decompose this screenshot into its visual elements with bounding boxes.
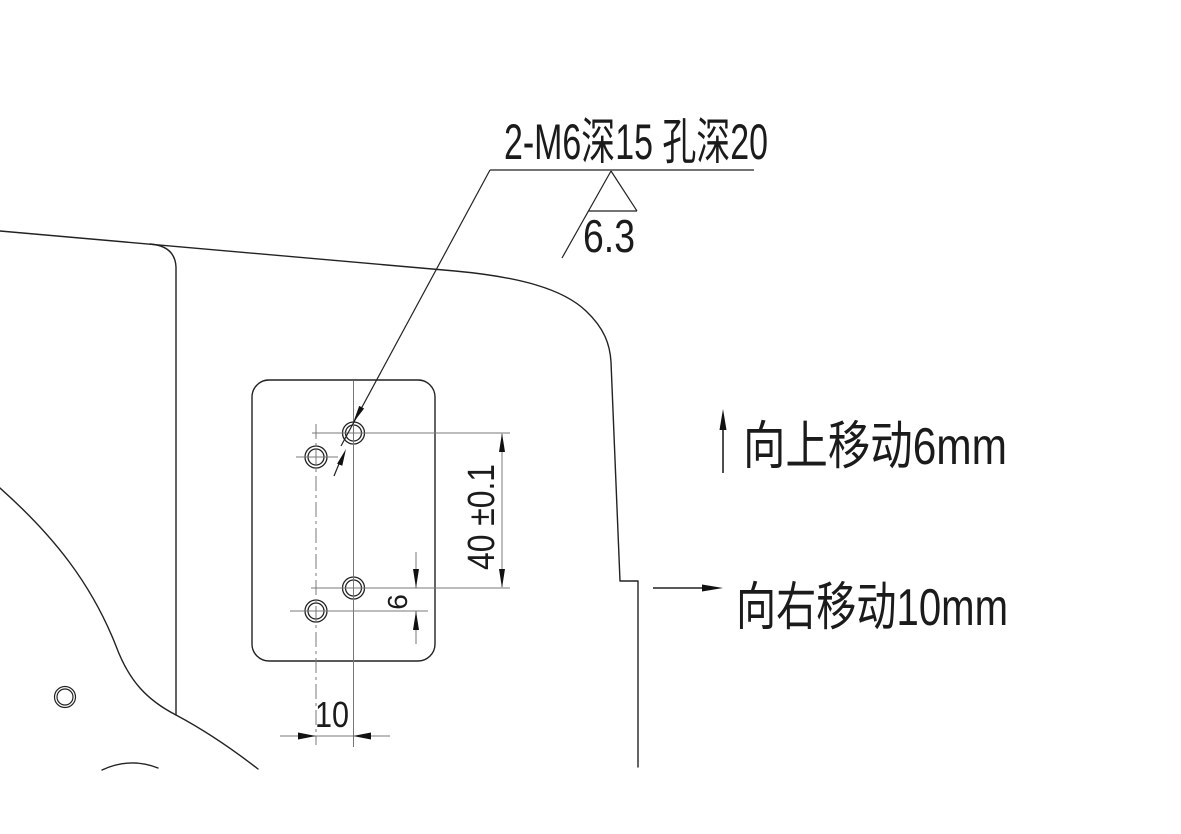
mounting-plate xyxy=(251,379,436,662)
contour-left-vertical-edge xyxy=(149,243,177,716)
center-lines xyxy=(290,381,510,747)
dimension-40-text: 40 ±0.1 xyxy=(461,464,503,570)
right-arrow-head xyxy=(702,584,723,592)
thread-callout-text: 2-M6深15 孔深20 xyxy=(504,114,768,170)
thread-callout: 2-M6深15 孔深20 6.3 xyxy=(333,114,768,477)
roughness-value-text: 6.3 xyxy=(583,210,635,262)
dimension-10-text: 10 xyxy=(315,694,349,735)
dimension-6: 6 xyxy=(382,552,419,644)
arrowhead-right xyxy=(298,732,316,740)
arrowhead-down xyxy=(499,569,505,588)
move-up-text: 向上移动6mm xyxy=(743,418,1007,476)
leader-arrowhead-lower xyxy=(337,449,346,466)
contour-bottom-arc xyxy=(101,762,159,771)
leader-line xyxy=(340,169,491,447)
annotation-move-right: 向右移动10mm xyxy=(653,579,1008,637)
leader-arrowhead-upper xyxy=(353,405,365,423)
dimension-10: 10 xyxy=(280,694,390,740)
plate-outline xyxy=(251,379,436,662)
part-contour xyxy=(0,230,639,771)
dimension-40: 40 ±0.1 xyxy=(461,433,505,588)
arrowhead-up xyxy=(499,433,505,452)
small-hole-inner xyxy=(56,688,74,706)
dimension-6-text: 6 xyxy=(382,594,413,610)
roughness-right-side xyxy=(610,170,638,212)
surface-roughness-symbol xyxy=(561,170,638,259)
contour-sweep-curve xyxy=(0,487,259,770)
arrowhead-down xyxy=(413,569,419,588)
roughness-check-long-side xyxy=(561,170,612,259)
contour-top-right-edge xyxy=(0,230,639,768)
up-arrow-head xyxy=(719,409,727,430)
annotation-move-up: 向上移动6mm xyxy=(719,409,1007,476)
move-right-text: 向右移动10mm xyxy=(736,579,1008,637)
arrowhead-up xyxy=(413,611,419,630)
small-hole-outer xyxy=(53,685,77,709)
arrowhead-left xyxy=(353,732,371,740)
